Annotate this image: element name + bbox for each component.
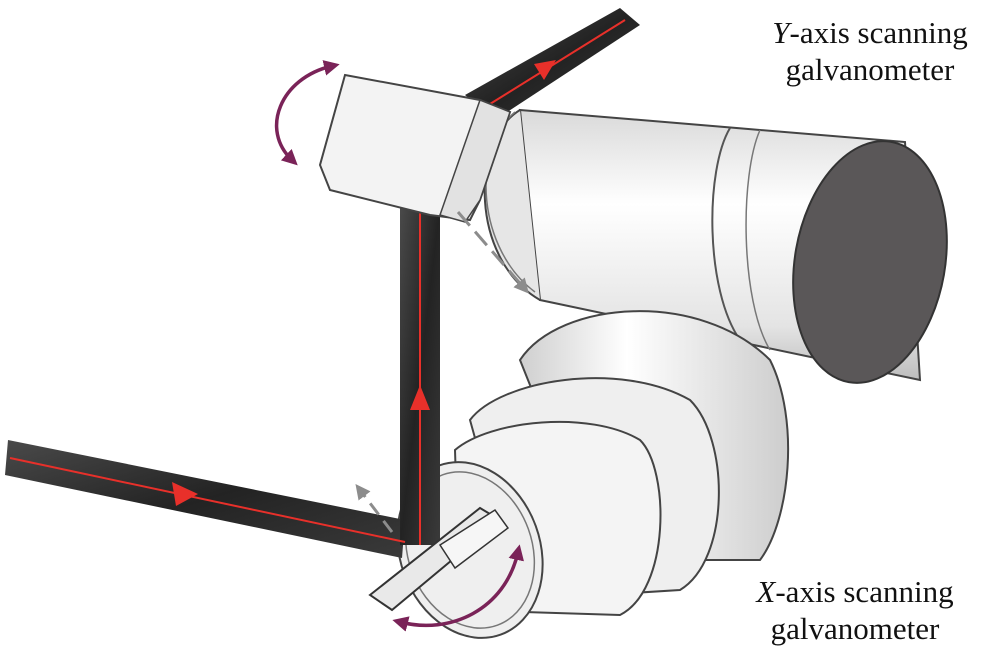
x-axis-label-line2: galvanometer xyxy=(770,611,940,646)
x-mirror-normal-arrow xyxy=(355,484,394,533)
y-axis-letter: Y xyxy=(772,15,790,50)
x-axis-label-rest: -axis scanning xyxy=(775,574,954,609)
laser-path xyxy=(9,19,626,545)
y-galvanometer-end-cap xyxy=(792,140,948,384)
y-axis-label-rest: -axis scanning xyxy=(789,15,968,50)
y-mirror-rotation-arrow xyxy=(274,60,340,166)
y-axis-label-line2: galvanometer xyxy=(785,52,955,87)
beam-direction-arrow-icon xyxy=(172,60,556,506)
x-mirror-rotation-arrow xyxy=(392,544,524,632)
rotation-arrow-icon xyxy=(274,60,524,632)
y-mirror-normal-arrow xyxy=(456,211,529,294)
y-axis-mirror xyxy=(318,73,512,223)
x-axis-galvanometer-label: X-axis scanning galvanometer xyxy=(705,573,1000,647)
x-axis-letter: X xyxy=(756,574,776,609)
normal-arrow-icon xyxy=(355,211,529,533)
y-axis-galvanometer-label: Y-axis scanning galvanometer xyxy=(740,14,1000,88)
